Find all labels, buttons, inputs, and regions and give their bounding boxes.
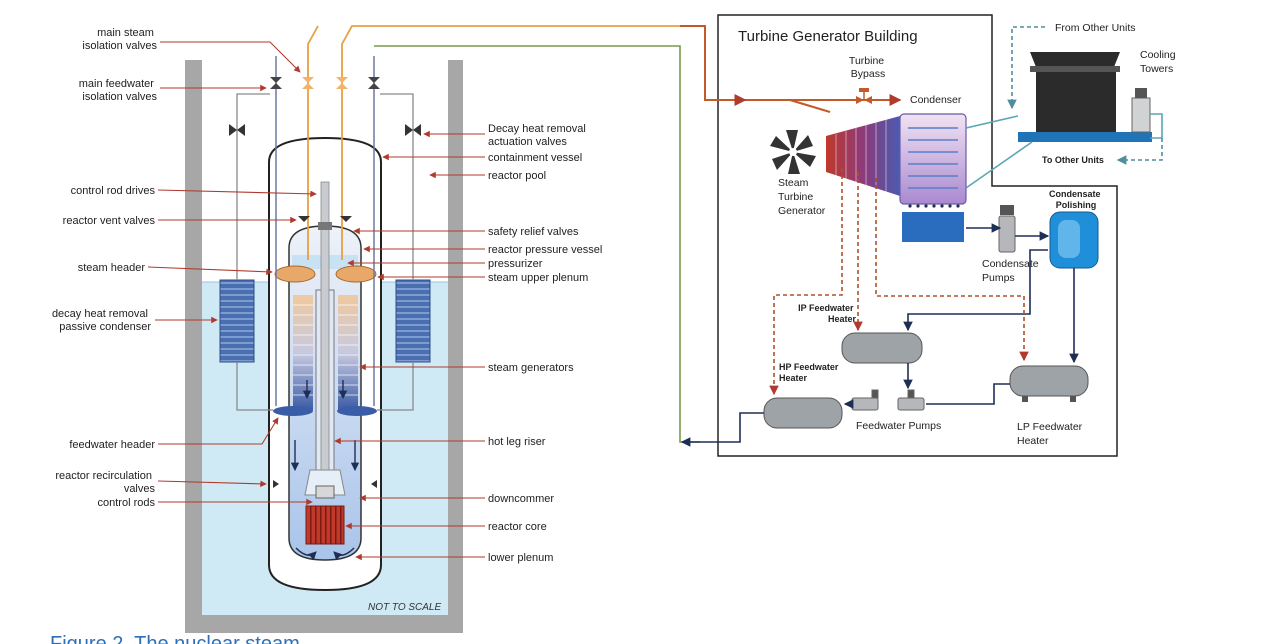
- label-pressurizer: pressurizer: [488, 258, 543, 270]
- label-main-steam-isolation-valves-1: main steam: [97, 27, 154, 39]
- label-condensate-polishing-1: Condensate: [1049, 189, 1101, 199]
- label-steam-turbine-generator-2: Turbine: [778, 191, 813, 203]
- steam-generator-right: [338, 295, 358, 410]
- label-to-other-units: To Other Units: [1042, 155, 1104, 165]
- label-condenser: Condenser: [910, 94, 962, 106]
- lp-feedwater-heater: [1009, 365, 1089, 402]
- svg-text:Turbine Bypass: Turbine Bypass: [849, 55, 887, 80]
- decay-heat-condenser-left: [219, 279, 255, 363]
- label-ip-feedwater-heater-2: Heater: [828, 314, 857, 324]
- cooling-tower: [1018, 52, 1152, 142]
- label-feedwater-pumps: Feedwater Pumps: [856, 420, 941, 432]
- dhr-actuation-valves-left: [229, 124, 245, 136]
- label-main-steam-isolation-valves-2: isolation valves: [82, 40, 157, 52]
- svg-text:main feedwater isolation v: main feedwater isolation valves: [79, 78, 158, 103]
- label-dhr-actuation-valves-1: Decay heat removal: [488, 123, 586, 135]
- label-reactor-pressure-vessel: reactor pressure vessel: [488, 244, 602, 256]
- label-lp-feedwater-heater-1: LP Feedwater: [1017, 421, 1083, 433]
- label-main-feedwater-isolation-valves-1: main feedwater: [79, 78, 155, 90]
- label-turbine-bypass-2: Bypass: [851, 68, 885, 80]
- not-to-scale-note: NOT TO SCALE: [368, 602, 441, 613]
- label-control-rod-drives: control rod drives: [71, 185, 156, 197]
- label-reactor-recirculation-valves-1: reactor recirculation: [55, 470, 152, 482]
- decay-heat-condenser-right: [395, 279, 431, 363]
- control-rods: [315, 485, 335, 499]
- label-steam-upper-plenum: steam upper plenum: [488, 272, 588, 284]
- condensate-pump: [998, 205, 1016, 253]
- steam-turbine: [826, 116, 900, 196]
- svg-text:decay heat removal passive: decay heat removal passive condenser: [52, 308, 151, 333]
- generator-fan-icon: [769, 128, 817, 176]
- label-reactor-vent-valves: reactor vent valves: [63, 215, 156, 227]
- label-safety-relief-valves: safety relief valves: [488, 226, 579, 238]
- label-containment-vessel: containment vessel: [488, 152, 582, 164]
- feedwater-header: [273, 406, 377, 416]
- label-reactor-core: reactor core: [488, 521, 547, 533]
- label-cooling-towers-2: Towers: [1140, 63, 1173, 75]
- turbine-building-title: Turbine Generator Building: [738, 28, 918, 45]
- svg-text:HP Feedwater Heater: HP Feedwater Heater: [779, 362, 841, 383]
- label-steam-turbine-generator-1: Steam: [778, 177, 809, 189]
- feedwater-pumps: [851, 389, 925, 411]
- label-control-rods: control rods: [98, 497, 156, 509]
- turbine-building-outline: [717, 14, 1118, 457]
- label-turbine-bypass-1: Turbine: [849, 55, 884, 67]
- label-lp-feedwater-heater-2: Heater: [1017, 435, 1049, 447]
- ip-feedwater-heater: [841, 332, 923, 364]
- label-condensate-pumps-2: Pumps: [982, 272, 1015, 284]
- label-steam-turbine-generator-3: Generator: [778, 205, 826, 217]
- label-hp-feedwater-heater-2: Heater: [779, 373, 808, 383]
- reactor-vent-valves: [298, 216, 352, 222]
- label-from-other-units: From Other Units: [1055, 22, 1136, 34]
- steam-generator-left: [293, 295, 313, 410]
- label-hot-leg-riser: hot leg riser: [488, 436, 546, 448]
- label-steam-generators: steam generators: [488, 362, 574, 374]
- svg-text:IP Feedwater Heater: IP Feedwater Heater: [798, 303, 856, 324]
- figure-caption: Figure 2. The nuclear steam: [50, 633, 300, 644]
- condensate-polishing-tank: [1049, 211, 1099, 269]
- svg-text:Cooling Towers: Cooling Towers: [1140, 49, 1179, 75]
- reactor-recirculation-valves: [273, 480, 377, 488]
- label-condensate-polishing-2: Polishing: [1056, 200, 1097, 210]
- label-decay-heat-passive-condenser-1: decay heat removal: [52, 308, 148, 320]
- svg-text:main steam isolation valve: main steam isolation valves: [82, 27, 157, 52]
- svg-text:Decay heat removal actuati: Decay heat removal actuation valves: [488, 123, 589, 148]
- svg-text:LP Feedwater Heater: LP Feedwater Heater: [1017, 421, 1085, 447]
- label-condensate-pumps-1: Condensate: [982, 258, 1039, 270]
- label-reactor-recirculation-valves-2: valves: [124, 483, 156, 495]
- label-decay-heat-passive-condenser-2: passive condenser: [59, 321, 151, 333]
- label-ip-feedwater-heater-1: IP Feedwater: [798, 303, 854, 313]
- label-cooling-towers-1: Cooling: [1140, 49, 1176, 61]
- label-downcommer: downcommer: [488, 493, 554, 505]
- label-reactor-pool: reactor pool: [488, 170, 546, 182]
- condenser: [899, 113, 967, 242]
- turbine-bypass-valve: [856, 88, 872, 104]
- label-steam-header: steam header: [78, 262, 146, 274]
- steam-header: [274, 265, 377, 283]
- label-main-feedwater-isolation-valves-2: isolation valves: [82, 91, 157, 103]
- label-lower-plenum: lower plenum: [488, 552, 553, 564]
- svg-text:Condensate Pumps: Condensate Pumps: [982, 258, 1042, 284]
- svg-text:Condensate Polishing: Condensate Polishing: [1049, 189, 1103, 210]
- main-isolation-valves: [270, 77, 380, 89]
- svg-text:Steam Turbine Generato: Steam Turbine Generator: [778, 177, 826, 217]
- reactor-core: [305, 505, 345, 545]
- label-hp-feedwater-heater-1: HP Feedwater: [779, 362, 839, 372]
- label-dhr-actuation-valves-2: actuation valves: [488, 136, 567, 148]
- label-feedwater-header: feedwater header: [69, 439, 155, 451]
- hp-feedwater-heater: [763, 397, 843, 429]
- svg-text:reactor recirculation valv: reactor recirculation valves: [55, 470, 155, 495]
- dhr-actuation-valves-right: [405, 124, 421, 136]
